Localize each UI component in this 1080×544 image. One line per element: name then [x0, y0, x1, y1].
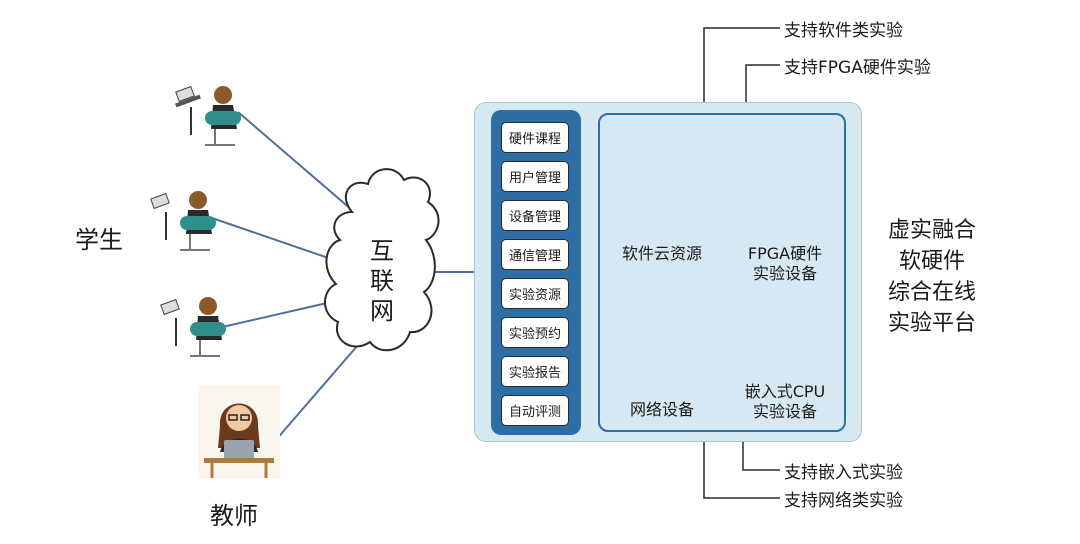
student-at-desk-icon: [175, 85, 241, 146]
student3-link: [217, 299, 341, 329]
teacher-with-laptop-icon: [198, 386, 280, 478]
students-label: 学生: [75, 226, 123, 254]
student1-link: [237, 111, 353, 211]
menu-item-auto-grading[interactable]: 自动评测: [501, 395, 569, 426]
internet-char: 网: [370, 297, 394, 325]
platform-title-line: 综合在线: [887, 280, 976, 305]
embedded-device-label: 嵌入式CPU 实验设备: [728, 382, 842, 422]
platform-title-line: 软硬件: [898, 249, 965, 274]
internet-label: 互 联 网: [357, 236, 407, 326]
menu-item-lab-report[interactable]: 实验报告: [501, 356, 569, 387]
callout-software: 支持软件类实验: [784, 21, 903, 41]
fpga-label-line: 实验设备: [752, 264, 817, 283]
network-device-label: 网络设备: [629, 400, 694, 419]
menu-item-hardware-course[interactable]: 硬件课程: [501, 122, 569, 153]
platform-menu: 硬件课程 用户管理 设备管理 通信管理 实验资源 实验预约 实验报告 自动评测: [491, 110, 581, 435]
platform-title-line: 虚实融合: [887, 218, 976, 243]
fpga-label-line: FPGA硬件: [747, 244, 823, 263]
student-at-desk-icon: [150, 191, 216, 251]
student2-link: [211, 217, 341, 263]
menu-item-lab-booking[interactable]: 实验预约: [501, 317, 569, 348]
fpga-device-label: FPGA硬件 实验设备: [730, 244, 840, 284]
teacher-label: 教师: [210, 502, 258, 530]
student-at-desk-icon: [160, 297, 226, 357]
internet-char: 互: [370, 237, 394, 265]
callout-fpga: 支持FPGA硬件实验: [784, 58, 931, 78]
internet-cloud-icon: [324, 168, 440, 352]
menu-item-device-management[interactable]: 设备管理: [501, 200, 569, 231]
menu-item-lab-resources[interactable]: 实验资源: [501, 278, 569, 309]
callout-network: 支持网络类实验: [784, 491, 903, 511]
callout-embedded: 支持嵌入式实验: [784, 463, 903, 483]
platform-title: 虚实融合 软硬件 综合在线 实验平台: [872, 215, 992, 339]
internet-char: 联: [370, 267, 394, 295]
embedded-label-line: 实验设备: [752, 402, 817, 421]
software-cloud-label: 软件云资源: [621, 244, 702, 263]
resource-panel: [598, 113, 846, 432]
menu-item-user-management[interactable]: 用户管理: [501, 161, 569, 192]
platform-title-line: 实验平台: [887, 311, 976, 336]
embedded-label-line: 嵌入式CPU: [744, 382, 826, 401]
menu-item-communication-management[interactable]: 通信管理: [501, 239, 569, 270]
